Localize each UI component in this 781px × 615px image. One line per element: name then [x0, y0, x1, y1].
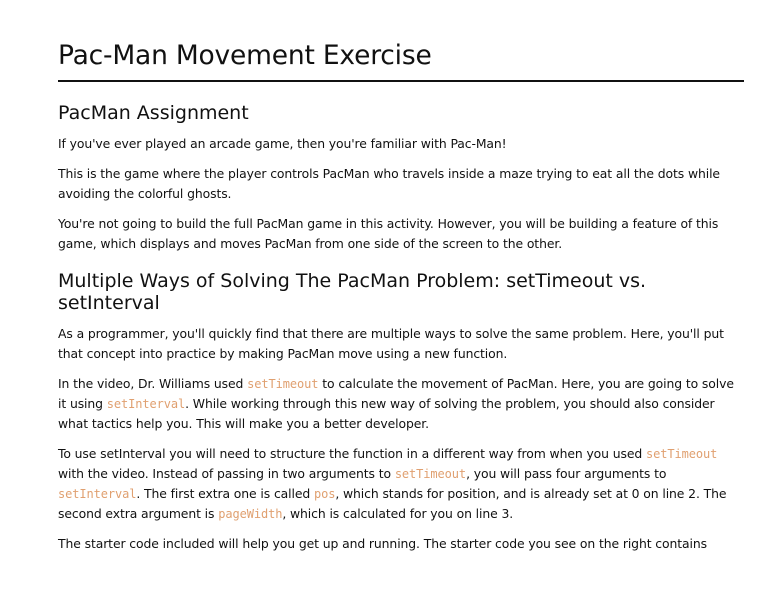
paragraph-multiple-ways: As a programmer, you'll quickly find tha…: [58, 326, 724, 361]
text-run: to calculate the movement of PacMan. Her…: [58, 376, 734, 411]
section-heading-assignment: PacMan Assignment: [58, 102, 249, 124]
text-run: with the video. Instead of passing in tw…: [58, 466, 395, 481]
text-run: , which is calculated for you on line 3.: [282, 506, 514, 521]
document-content: Pac-Man Movement Exercise PacMan Assignm…: [58, 38, 744, 564]
inline-code: setTimeout: [247, 377, 319, 391]
inline-code: pos: [313, 487, 336, 501]
text-run: , you will pass four arguments to: [466, 466, 667, 481]
text-run: In the video, Dr. Williams used: [58, 376, 248, 391]
paragraph-game-description: This is the game where the player contro…: [58, 166, 720, 201]
text-run: . While working through this new way of …: [58, 396, 715, 431]
inline-code: setTimeout: [394, 467, 467, 481]
inline-code: setInterval: [106, 397, 186, 411]
inline-code: setInterval: [58, 487, 137, 501]
paragraph-starter-code: The starter code included will help you …: [58, 536, 707, 551]
inline-code: pageWidth: [218, 507, 283, 521]
text-run: To use setInterval you will need to stru…: [58, 446, 646, 461]
inline-code: setTimeout: [646, 447, 718, 461]
paragraph-setinterval-arguments: To use setInterval you will need to stru…: [58, 444, 744, 524]
text-run: , which stands for position, and is alre…: [58, 486, 727, 521]
page-title: Pac-Man Movement Exercise: [58, 38, 744, 82]
paragraph-activity-scope: You're not going to build the full PacMa…: [58, 216, 719, 251]
paragraph-video-settimeout: In the video, Dr. Williams used setTimeo…: [58, 374, 744, 434]
text-run: . The first extra one is called: [136, 486, 314, 501]
section-heading-multiple-ways: Multiple Ways of Solving The PacMan Prob…: [58, 270, 647, 314]
paragraph-intro: If you've ever played an arcade game, th…: [58, 136, 507, 151]
